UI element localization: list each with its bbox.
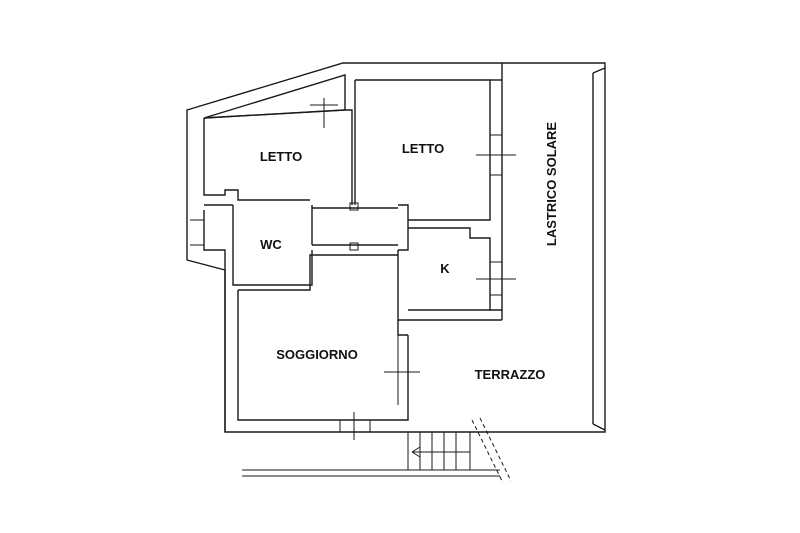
room-soggiorno-walls: [224, 254, 409, 432]
stairs: [407, 417, 512, 484]
ground-line: [242, 469, 500, 477]
label-k: K: [440, 261, 450, 276]
room-wc-walls: [203, 204, 313, 286]
label-terrazzo: TERRAZZO: [475, 367, 546, 382]
label-letto-2: LETTO: [402, 141, 444, 156]
label-lastrico-solare: LASTRICO SOLARE: [544, 122, 559, 247]
label-soggiorno: SOGGIORNO: [276, 347, 358, 362]
room-k-walls: [397, 227, 502, 321]
room-letto-1-walls: [203, 109, 353, 205]
label-letto-1: LETTO: [260, 149, 302, 164]
corridor-walls: [312, 204, 409, 251]
label-wc: WC: [260, 237, 282, 252]
windows: [190, 98, 516, 440]
stair-arrow-head: [411, 446, 421, 458]
room-letto-2-walls: [354, 63, 503, 320]
